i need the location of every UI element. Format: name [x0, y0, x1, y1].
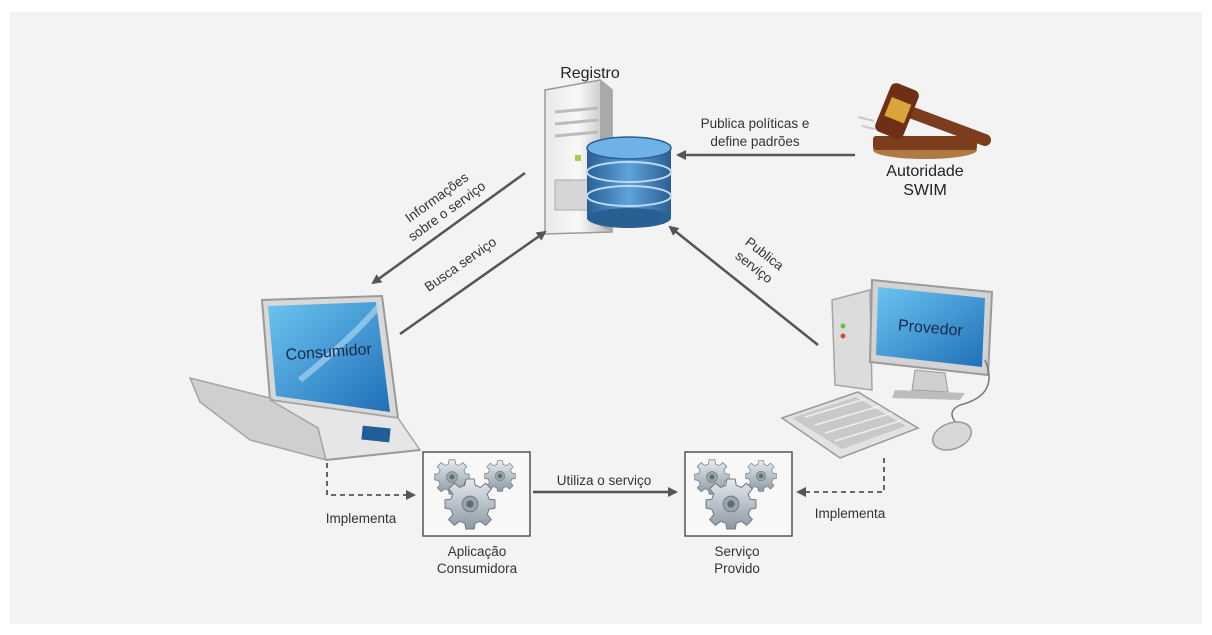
registry-label: Registro: [560, 65, 620, 82]
diagram-svg: Registro Autoridade SWIM Consumidor: [188, 65, 994, 576]
laptop-icon: [188, 294, 422, 462]
dashed-arrow-provider-implements: [796, 458, 885, 497]
consumer-to-registry-label: Busca serviço: [422, 234, 499, 294]
arrow-consumer-to-registry: [399, 230, 547, 336]
arrow-registry-to-consumer: [371, 171, 526, 285]
authority-edge-label-line1: Publica políticas e: [701, 116, 810, 131]
desktop-computer-icon: [780, 278, 994, 459]
app-to-service-label: Utiliza o serviço: [557, 473, 652, 488]
provided-service-label-line1: Serviço: [714, 544, 759, 559]
consumer-application-label-line2: Consumidora: [437, 561, 518, 576]
authority-label-line1: Autoridade: [886, 163, 963, 180]
consumer-implements-label: Implementa: [326, 511, 397, 526]
gavel-icon: [857, 83, 991, 159]
diagram-canvas: Registro Autoridade SWIM Consumidor: [10, 12, 1202, 624]
provider-screen-label: Provedor: [897, 317, 964, 340]
provider-implements-label: Implementa: [815, 506, 886, 521]
provided-service-gears-icon: [684, 451, 793, 537]
consumer-application-gears-icon: [422, 451, 531, 537]
dashed-arrow-consumer-implements: [326, 463, 416, 500]
provided-service-label-line2: Provido: [714, 561, 760, 576]
authority-label-line2: SWIM: [903, 182, 947, 199]
arrow-provider-to-registry: [668, 225, 819, 346]
consumer-application-label-line1: Aplicação: [448, 544, 507, 559]
consumer-screen-label: Consumidor: [285, 341, 373, 364]
authority-edge-label-line2: define padrões: [710, 134, 800, 149]
database-icon: [586, 136, 672, 228]
